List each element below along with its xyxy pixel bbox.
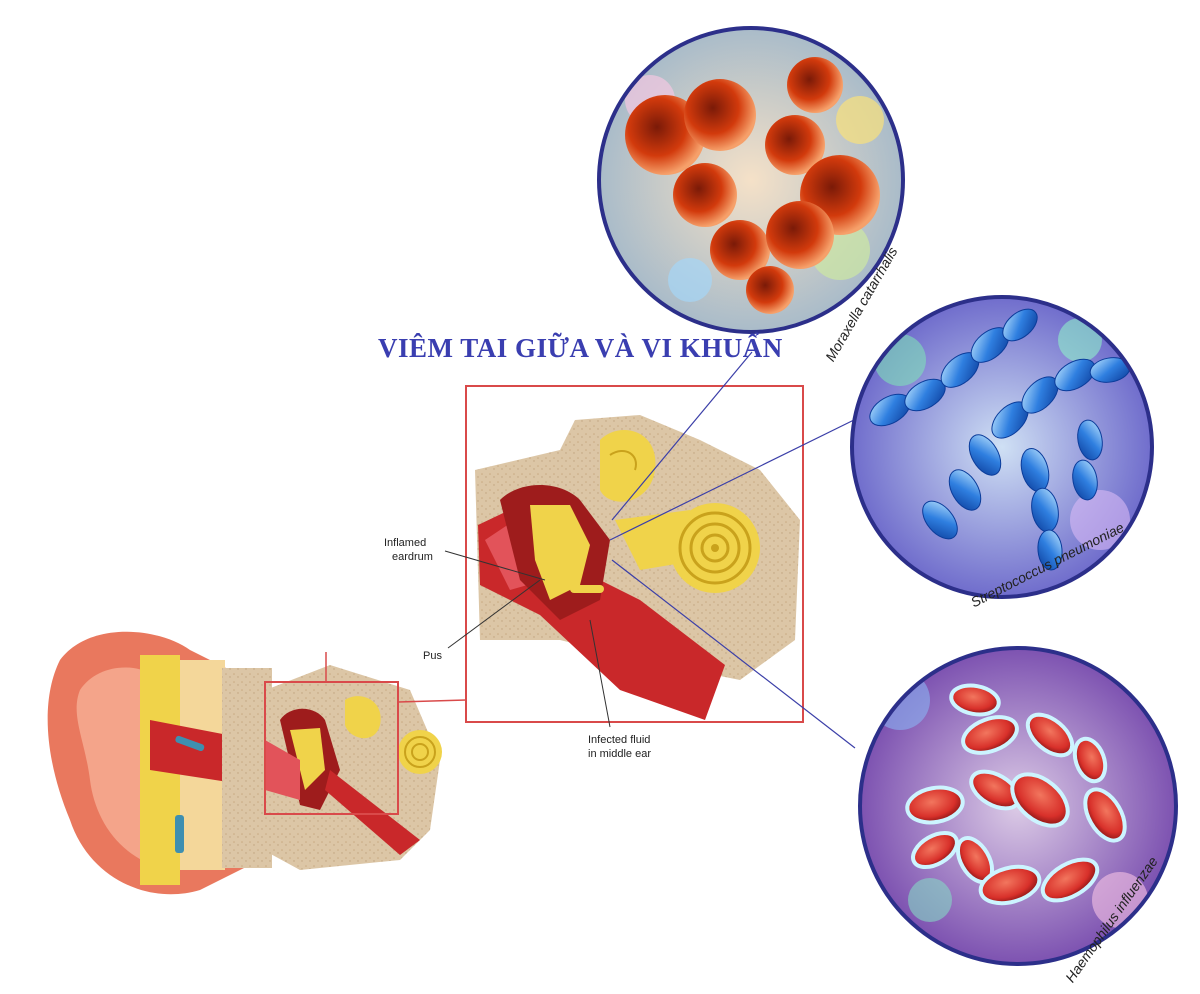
connector-lines [609,351,859,749]
pus-pointer [447,579,541,649]
moraxella-circle [597,26,905,334]
label-inflamed-eardrum: Inflamed eardrum [384,536,433,564]
zoom-frame-small [264,681,399,815]
label-pus: Pus [423,650,442,662]
haemophilus-circle [858,646,1178,966]
middle-ear-small [240,652,467,870]
streptococcus-circle [850,295,1154,599]
label-inflamed-line2: eardrum [392,551,433,563]
middle-ear-zoomed [444,385,804,728]
label-fluid-line1: Infected fluid [588,734,651,746]
label-inflamed-line1: Inflamed [384,537,427,549]
fluid-pointer [589,619,611,728]
label-fluid-line2: in middle ear [588,748,651,760]
eardrum-pointer [444,550,546,581]
label-infected-fluid: Infected fluid in middle ear [588,733,651,761]
diagram-title: VIÊM TAI GIỮA VÀ VI KHUẨN [378,333,783,363]
